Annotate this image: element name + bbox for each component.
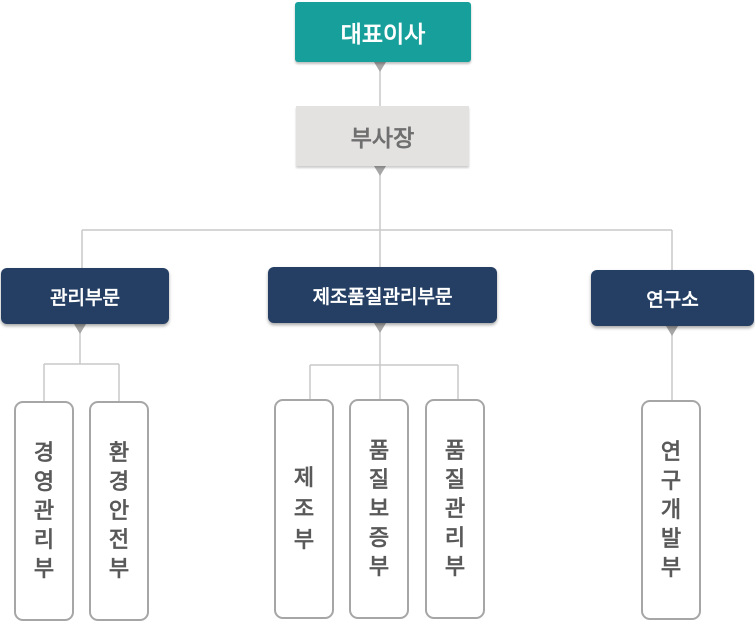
department-label: 품질관리부 xyxy=(444,438,466,580)
division-label: 제조품질관리부문 xyxy=(312,285,453,308)
arrow-marker xyxy=(666,326,678,336)
arrow-marker xyxy=(374,62,386,72)
department-label: 경영관리부 xyxy=(33,440,55,582)
department-label: 품질보증부 xyxy=(368,438,390,580)
department-environment-safety: 환경안전부 xyxy=(89,401,149,621)
department-label: 제 조 부 xyxy=(293,465,315,553)
division-research-institute: 연구소 xyxy=(591,270,754,326)
department-business-management: 경영관리부 xyxy=(14,401,74,621)
arrow-marker xyxy=(74,324,86,334)
department-research-development: 연구개발부 xyxy=(641,400,701,620)
department-quality-assurance: 품질보증부 xyxy=(349,399,409,619)
department-label: 연구개발부 xyxy=(660,439,682,581)
division-label: 연구소 xyxy=(646,288,699,311)
division-manufacturing-quality: 제조품질관리부문 xyxy=(268,267,497,323)
vice-president-label: 부사장 xyxy=(350,126,415,152)
vice-president-box: 부사장 xyxy=(296,106,469,166)
division-management: 관리부문 xyxy=(1,268,169,324)
department-label: 환경안전부 xyxy=(108,440,130,582)
ceo-box: 대표이사 xyxy=(295,2,471,62)
department-manufacturing: 제 조 부 xyxy=(274,399,334,619)
arrow-marker xyxy=(374,323,386,333)
department-quality-control: 품질관리부 xyxy=(425,399,485,619)
arrow-marker xyxy=(374,166,386,176)
division-label: 관리부문 xyxy=(50,286,120,309)
ceo-label: 대표이사 xyxy=(340,22,426,48)
